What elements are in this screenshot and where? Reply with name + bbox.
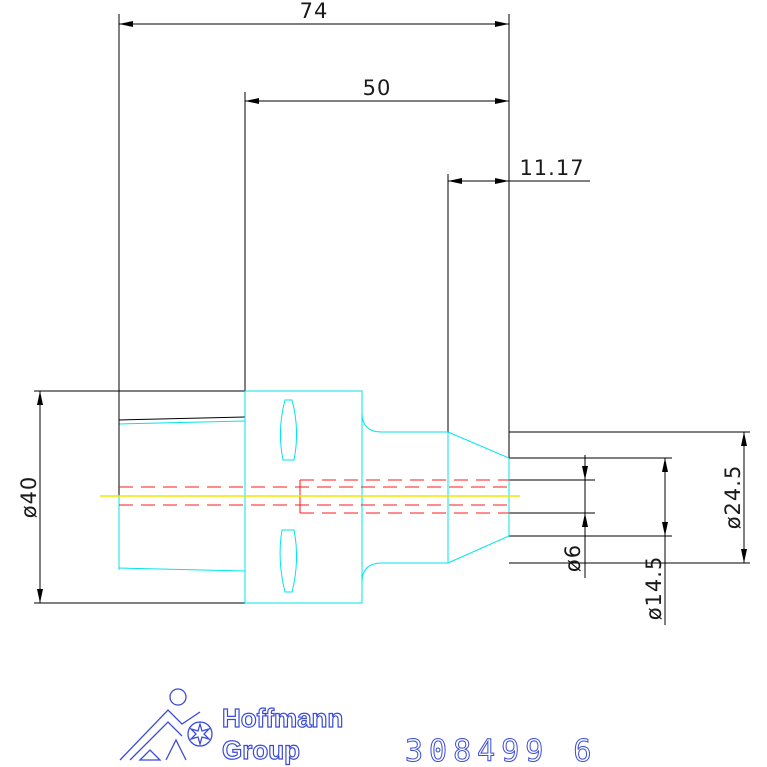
part-number: 308499 6	[405, 734, 598, 767]
dimension-body-length: 50	[244, 76, 509, 603]
hoffmann-group-logo: Hoffmann Group	[119, 688, 344, 766]
brand-name-group: Group	[222, 735, 300, 765]
dim-label-11-17: 11.17	[519, 156, 584, 180]
dim-label-dia-40: ø40	[17, 476, 41, 519]
dimension-overall-length: 74	[118, 0, 510, 460]
dimension-diameter-14-5: ø14.5	[509, 457, 672, 625]
dimension-diameter-6: ø6	[509, 455, 595, 578]
dimension-tip-length: 11.17	[447, 156, 590, 432]
brand-name-hoffmann: Hoffmann	[222, 703, 343, 733]
dim-label-dia-6: ø6	[561, 544, 585, 572]
dimension-diameter-40: ø40	[17, 390, 362, 604]
dim-label-50: 50	[363, 76, 392, 100]
logo-figure-icon	[119, 688, 213, 761]
dim-label-dia-14-5: ø14.5	[642, 556, 666, 621]
dimension-diameter-24-5: ø24.5	[509, 431, 750, 564]
dim-label-dia-24-5: ø24.5	[721, 465, 745, 530]
dim-label-74: 74	[300, 0, 329, 23]
part-outline	[118, 390, 510, 604]
